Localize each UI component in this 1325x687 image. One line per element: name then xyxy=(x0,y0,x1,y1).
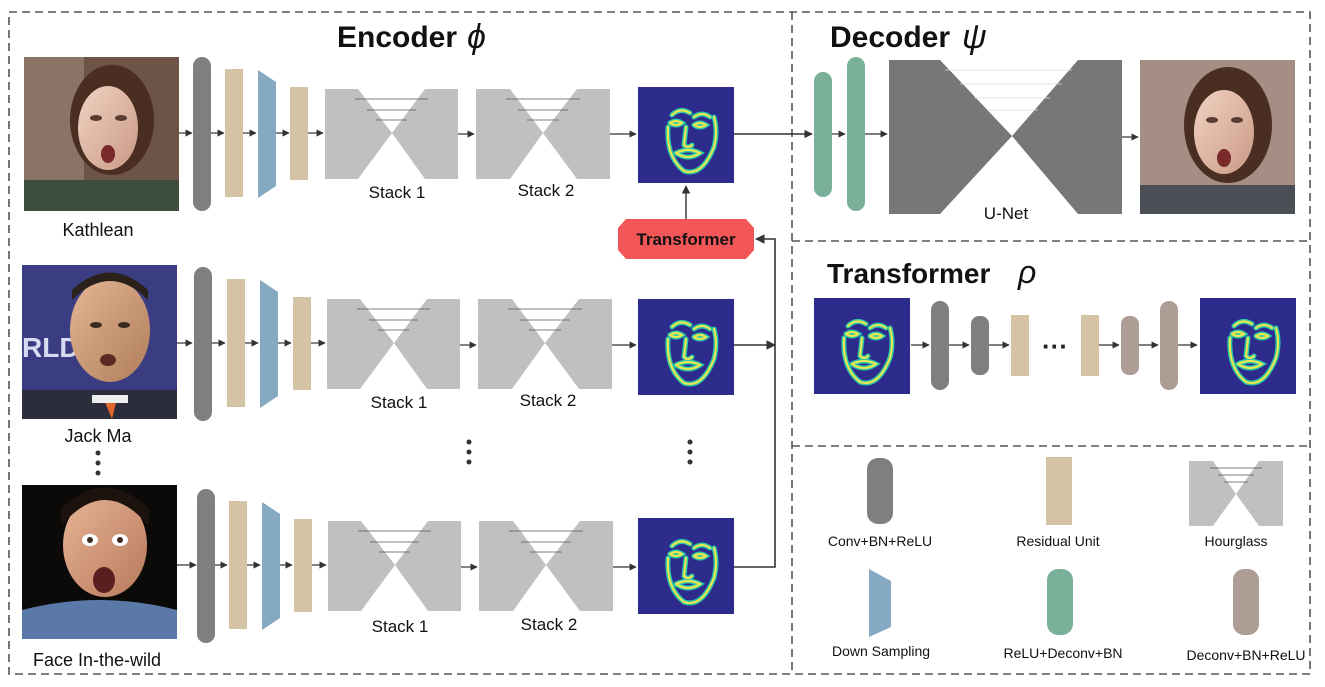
legend-label-relu-deconv-bn: ReLU+Deconv+BN xyxy=(1003,645,1122,661)
relu-deconv-bn-block xyxy=(814,72,832,197)
face-photo-kathlean xyxy=(24,57,179,211)
heatmap-jack-ma xyxy=(638,299,734,395)
hourglass-stack-1 xyxy=(328,521,461,611)
row-name-jack-ma: Jack Ma xyxy=(64,426,132,446)
stack-2-label: Stack 2 xyxy=(521,615,578,634)
legend-deconv-bn-relu-icon xyxy=(1233,569,1259,635)
legend-conv-bn-relu-icon xyxy=(867,458,893,524)
legend-label-down-sampling: Down Sampling xyxy=(832,643,930,659)
conv-block xyxy=(194,267,212,421)
face-photo-in-the-wild xyxy=(22,485,177,639)
downsampling-block xyxy=(258,70,276,198)
residual-block xyxy=(229,501,247,629)
encoder-title: Encoder xyxy=(337,21,457,54)
conv-block xyxy=(193,57,211,211)
transformer-panel-symbol: ρ xyxy=(1017,254,1036,290)
unet-block xyxy=(889,60,1122,214)
face-photo-jack-ma: RLD xyxy=(22,265,177,419)
hourglass-stack-2 xyxy=(479,521,613,611)
conv-block xyxy=(971,316,989,375)
vertical-ellipsis-right xyxy=(687,439,693,465)
decoder-symbol: ψ xyxy=(962,18,987,56)
heatmap-kathlean xyxy=(638,87,734,183)
encoder-row-2: Stack 1 Stack 2 xyxy=(177,267,637,421)
downsampling-block xyxy=(260,280,278,408)
legend-relu-deconv-bn-icon xyxy=(1047,569,1073,635)
legend-down-sampling-icon xyxy=(869,569,891,637)
residual-block xyxy=(294,519,312,612)
deconv-bn-relu-block xyxy=(1121,316,1139,375)
transformer-box-label: Transformer xyxy=(636,230,736,249)
heatmap-transformer-output xyxy=(1200,298,1296,394)
stack-1-label: Stack 1 xyxy=(369,183,426,202)
downsampling-block xyxy=(262,502,280,630)
conv-block xyxy=(931,301,949,390)
legend-label-residual-unit: Residual Unit xyxy=(1016,533,1099,549)
outer-border xyxy=(8,11,1311,675)
face-photo-decoder-output xyxy=(1140,60,1295,214)
legend-hourglass-icon xyxy=(1189,461,1283,526)
hourglass-stack-2 xyxy=(476,89,610,179)
decoder-network: U-Net xyxy=(814,57,1139,223)
residual-block xyxy=(1081,315,1099,376)
legend-label-conv-bn-relu: Conv+BN+ReLU xyxy=(828,533,932,549)
residual-block xyxy=(225,69,243,197)
hourglass-stack-1 xyxy=(327,299,460,389)
stack-2-label: Stack 2 xyxy=(518,181,575,200)
panel-borders xyxy=(8,11,1311,675)
stack-1-label: Stack 1 xyxy=(372,617,429,636)
unet-label: U-Net xyxy=(984,204,1029,223)
vertical-ellipsis-middle xyxy=(466,439,472,465)
transformer-network: ··· xyxy=(911,301,1198,390)
hourglass-stack-1 xyxy=(325,89,458,179)
horizontal-ellipsis: ··· xyxy=(1042,331,1068,361)
wild-heatmap-to-transformer-arrow xyxy=(734,234,776,568)
encoder-row-1: Stack 1 Stack 2 xyxy=(179,57,637,211)
relu-deconv-bn-block xyxy=(847,57,865,211)
encoder-row-3: Stack 1 Stack 2 xyxy=(177,489,637,643)
deconv-bn-relu-block xyxy=(1160,301,1178,390)
row-name-face-in-the-wild: Face In-the-wild xyxy=(33,650,161,670)
transformer-panel-title: Transformer xyxy=(827,258,990,289)
legend-label-deconv-bn-relu: Deconv+BN+ReLU xyxy=(1186,647,1305,663)
residual-block xyxy=(227,279,245,407)
legend-label-hourglass: Hourglass xyxy=(1204,533,1267,549)
decoder-title: Decoder xyxy=(830,21,950,54)
svg-text:RLD: RLD xyxy=(22,332,80,363)
legend-residual-unit-icon xyxy=(1046,457,1072,525)
transformer-box: Transformer xyxy=(618,219,754,259)
encoder-symbol: ϕ xyxy=(467,18,486,56)
stack-1-label: Stack 1 xyxy=(371,393,428,412)
conv-block xyxy=(197,489,215,643)
row-name-kathlean: Kathlean xyxy=(62,220,133,240)
stack-2-label: Stack 2 xyxy=(520,391,577,410)
residual-block xyxy=(1011,315,1029,376)
residual-block xyxy=(293,297,311,390)
hourglass-stack-2 xyxy=(478,299,612,389)
heatmap-transformer-input xyxy=(814,298,910,394)
vertical-ellipsis-left xyxy=(95,450,101,476)
residual-block xyxy=(290,87,308,180)
legend: Conv+BN+ReLU Residual Unit Hourglass Dow… xyxy=(828,457,1306,663)
heatmap-in-the-wild xyxy=(638,518,734,614)
